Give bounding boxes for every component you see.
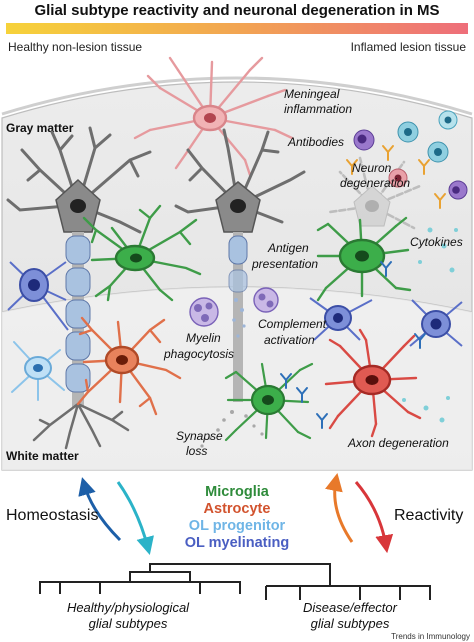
annotation-complement-2: activation: [264, 333, 315, 347]
reactivity-label: Reactivity: [394, 507, 463, 524]
annotation-meningeal-2: inflammation: [284, 102, 352, 116]
meninges-line: [1, 76, 473, 116]
ol-progenitor-left: [11, 341, 65, 401]
oligodendrocyte-myelinating-left: [7, 261, 69, 331]
figure-title: Glial subtype reactivity and neuronal de…: [34, 2, 439, 19]
annotation-meningeal-1: Meningeal: [284, 87, 340, 101]
legend-astrocyte: Astrocyte: [204, 501, 271, 517]
homeostasis-arrow-blue: [78, 477, 122, 542]
astrocyte-reactive: [324, 328, 422, 438]
meningeal-cell: [133, 56, 294, 177]
antibodies-blue: [280, 261, 426, 429]
tree-right-line2: glial subtypes: [311, 616, 390, 631]
annotation-myelin-1: Myelin: [186, 331, 221, 345]
annotation-synapse-2: loss: [186, 444, 207, 458]
microglia-homeostatic: [82, 204, 202, 302]
neuron-left: [6, 126, 152, 450]
annotation-antibodies: Antibodies: [287, 135, 344, 149]
tree-left-line2: glial subtypes: [89, 616, 168, 631]
annotation-axon-deg: Axon degeneration: [347, 436, 449, 450]
subtype-tree: [39, 563, 431, 600]
gradient-bar: [6, 23, 468, 34]
immune-cells: [353, 110, 468, 200]
tree-right-line1: Disease/effector: [303, 600, 398, 615]
oligodendrocyte-reactive-1: [309, 297, 373, 341]
annotation-cytokines: Cytokines: [410, 235, 463, 249]
homeostasis-arrow-cyan: [116, 481, 154, 555]
gradient-left-label: Healthy non-lesion tissue: [8, 40, 142, 54]
phagocyte-2: [253, 287, 279, 313]
annotations: Meningeal inflammation Antibodies Neuron…: [163, 87, 463, 458]
annotation-neuron-deg-2: degeneration: [340, 176, 410, 190]
demyelinated-axon-middle: [228, 232, 248, 402]
homeostasis-label: Homeostasis: [6, 507, 98, 524]
annotation-neuron-deg-1: Neuron: [352, 161, 392, 175]
neuron-degenerating: [328, 156, 422, 230]
annotation-complement-1: Complement: [258, 317, 327, 331]
tree-left-line1: Healthy/physiological: [67, 600, 190, 615]
microglia-antigen-presenting: [316, 216, 412, 302]
oligodendrocyte-reactive-2: [409, 299, 463, 347]
gray-matter-label: Gray matter: [6, 121, 74, 135]
legend-ol-myelinating: OL myelinating: [185, 535, 289, 551]
legend-ol-progenitor: OL progenitor: [189, 518, 286, 534]
annotation-synapse-1: Synapse: [176, 429, 223, 443]
phagocyte-1: [189, 297, 219, 327]
microglia-reactive-lower: [224, 362, 314, 442]
white-matter-label: White matter: [6, 449, 79, 463]
reactivity-arrow-red: [354, 481, 394, 554]
astrocyte-homeostatic: [76, 316, 182, 416]
gradient-right-label: Inflamed lesion tissue: [351, 40, 467, 54]
cell-type-legend: Microglia Astrocyte OL progenitor OL mye…: [185, 484, 289, 551]
neuron-middle: [174, 128, 306, 448]
annotation-antigen-1: Antigen: [267, 241, 309, 255]
reactivity-arrow-orange: [325, 472, 354, 543]
axon-debris: [200, 410, 264, 448]
antibodies: [346, 145, 446, 209]
journal-footer: Trends in Immunology: [391, 632, 470, 641]
myelinated-axon-left: [65, 232, 91, 407]
legend-microglia: Microglia: [205, 484, 270, 500]
cytokines: [402, 227, 458, 423]
annotation-antigen-2: presentation: [251, 257, 318, 271]
annotation-myelin-2: phagocytosis: [163, 347, 234, 361]
